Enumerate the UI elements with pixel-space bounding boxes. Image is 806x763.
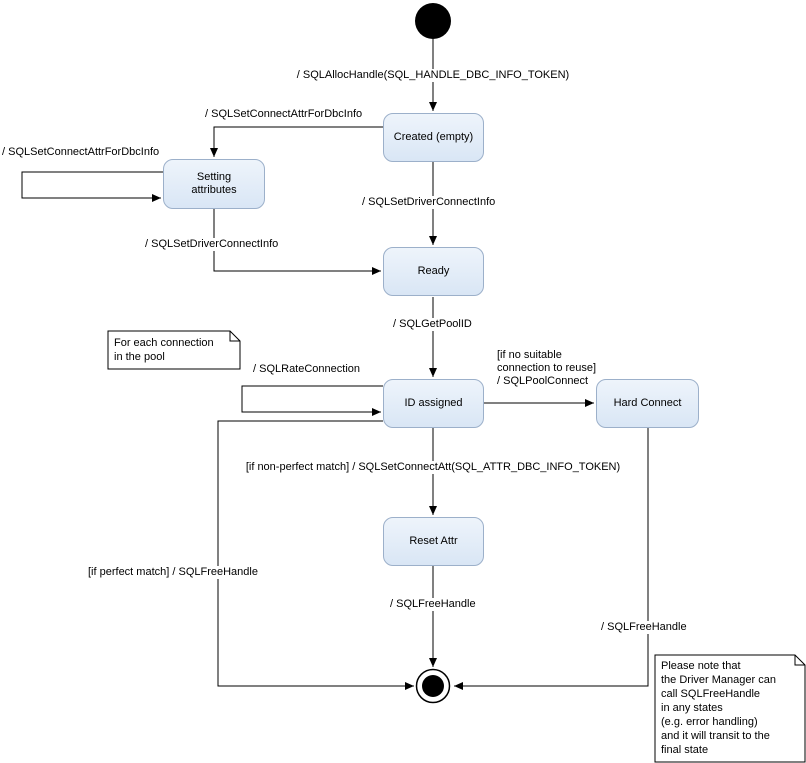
final-state-icon [415, 668, 451, 704]
arrow-setting-to-ready [213, 209, 381, 275]
state-hard-connect: Hard Connect [596, 379, 699, 428]
initial-state-icon [415, 3, 451, 39]
transition-label-free-handle-hard: / SQLFreeHandle [601, 621, 687, 634]
transition-label-rate-connection: / SQLRateConnection [253, 363, 361, 376]
note-free-handle-text: Please note that the Driver Manager can … [661, 660, 776, 756]
state-id-assigned: ID assigned [383, 379, 484, 428]
arrow-id-assigned-self-loop [241, 385, 383, 416]
arrow-created-to-setting [210, 126, 383, 157]
transition-label-alloc-handle: / SQLAllocHandle(SQL_HANDLE_DBC_INFO_TOK… [263, 69, 603, 82]
note-free-handle-shape [654, 654, 806, 763]
note-pool-text: For each connection in the pool [114, 337, 214, 363]
transition-label-free-handle-mid: / SQLFreeHandle [390, 598, 476, 611]
transition-label-free-handle-perfect: [if perfect match] / SQLFreeHandle [88, 566, 258, 579]
transition-label-pool-connect: [if no suitable connection to reuse] / S… [497, 349, 597, 388]
arrow-hard-connect-to-final [454, 428, 649, 690]
state-ready: Ready [383, 247, 484, 296]
arrow-id-assigned-to-final [217, 420, 414, 690]
state-created: Created (empty) [383, 113, 484, 162]
state-reset-attr: Reset Attr [383, 517, 484, 566]
transition-label-non-perfect-match: [if non-perfect match] / SQLSetConnectAt… [233, 461, 633, 474]
note-pool-shape [107, 330, 241, 370]
transition-label-set-connect-attr: / SQLSetConnectAttrForDbcInfo [205, 108, 363, 121]
arrow-setting-self-loop [21, 171, 163, 202]
transition-label-set-driver-connect-mid: / SQLSetDriverConnectInfo [362, 196, 496, 209]
transition-label-get-pool-id: / SQLGetPoolID [393, 318, 472, 331]
transition-label-set-connect-attr-self: / SQLSetConnectAttrForDbcInfo [2, 146, 160, 159]
transition-label-set-driver-connect-left: / SQLSetDriverConnectInfo [145, 238, 279, 251]
state-setting-attributes: Setting attributes [163, 159, 265, 209]
